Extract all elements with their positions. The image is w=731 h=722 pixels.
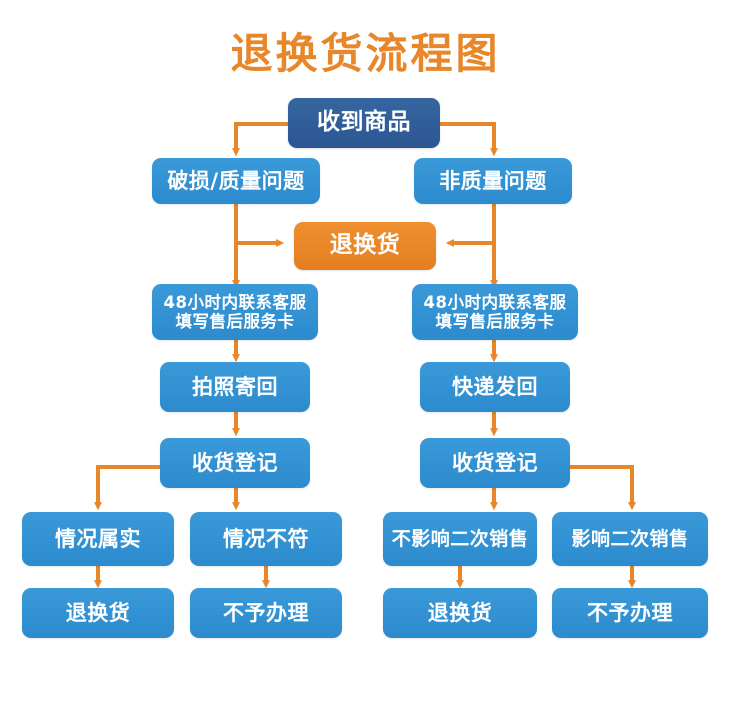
node-received-goods[interactable]: 收到商品 (288, 98, 440, 148)
node-left-contact-service-label: 48小时内联系客服 填写售后服务卡 (163, 292, 307, 331)
node-right-receive-register[interactable]: 收货登记 (420, 438, 570, 488)
node-result-return-right-label: 退换货 (427, 600, 493, 625)
node-non-quality-issue-label: 非质量问题 (439, 168, 547, 193)
node-result-reject-right[interactable]: 不予办理 (552, 588, 708, 638)
node-damage-quality-issue-label: 破损/质量问题 (167, 168, 305, 193)
node-condition-no-resale-impact[interactable]: 不影响二次销售 (383, 512, 537, 566)
node-received-goods-label: 收到商品 (317, 109, 411, 136)
node-photo-send-back[interactable]: 拍照寄回 (160, 362, 310, 412)
node-return-exchange-merge-label: 退换货 (329, 232, 401, 259)
node-condition-resale-impact[interactable]: 影响二次销售 (552, 512, 708, 566)
node-condition-false-label: 情况不符 (223, 526, 309, 551)
node-return-exchange-merge[interactable]: 退换货 (294, 222, 436, 270)
node-result-return-left[interactable]: 退换货 (22, 588, 174, 638)
node-result-reject-left-label: 不予办理 (223, 600, 309, 625)
node-photo-send-back-label: 拍照寄回 (192, 374, 278, 399)
node-express-send-back[interactable]: 快递发回 (420, 362, 570, 412)
node-condition-resale-impact-label: 影响二次销售 (571, 527, 689, 550)
node-result-reject-right-label: 不予办理 (587, 600, 673, 625)
node-right-contact-service-label: 48小时内联系客服 填写售后服务卡 (423, 292, 567, 331)
node-result-return-right[interactable]: 退换货 (383, 588, 537, 638)
node-damage-quality-issue[interactable]: 破损/质量问题 (152, 158, 320, 204)
node-condition-no-resale-impact-label: 不影响二次销售 (391, 527, 529, 550)
node-result-reject-left[interactable]: 不予办理 (190, 588, 342, 638)
node-right-receive-register-label: 收货登记 (452, 450, 538, 475)
link-start-to-nonquality (440, 122, 498, 157)
node-left-contact-service[interactable]: 48小时内联系客服 填写售后服务卡 (152, 284, 318, 340)
node-left-receive-register[interactable]: 收货登记 (160, 438, 310, 488)
node-result-return-left-label: 退换货 (65, 600, 131, 625)
node-condition-false[interactable]: 情况不符 (190, 512, 342, 566)
node-express-send-back-label: 快递发回 (452, 374, 538, 399)
node-right-contact-service[interactable]: 48小时内联系客服 填写售后服务卡 (412, 284, 578, 340)
link-start-to-damage (231, 122, 288, 157)
node-condition-true-label: 情况属实 (55, 526, 141, 551)
node-left-receive-register-label: 收货登记 (192, 450, 278, 475)
node-non-quality-issue[interactable]: 非质量问题 (414, 158, 572, 204)
node-condition-true[interactable]: 情况属实 (22, 512, 174, 566)
page-title: 退换货流程图 (230, 29, 501, 78)
